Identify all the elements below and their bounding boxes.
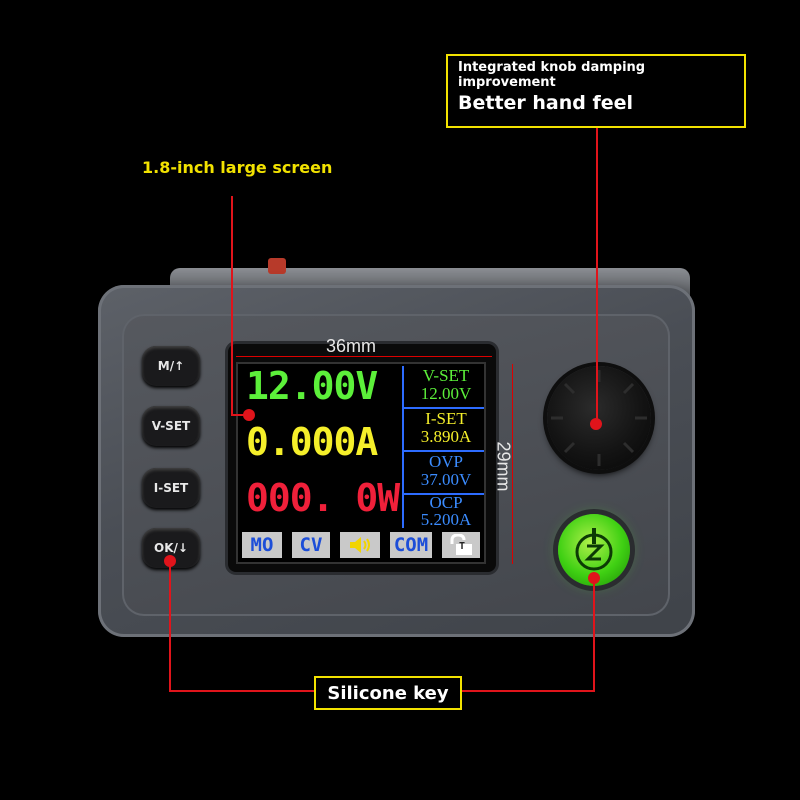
- status-cv: CV: [292, 532, 330, 558]
- width-dimension-line: [236, 356, 492, 357]
- power-icon: [575, 528, 613, 571]
- divider-line: [404, 450, 484, 452]
- width-dimension: 36mm: [326, 336, 377, 356]
- silicone-key-callout: Silicone key: [314, 676, 462, 710]
- knob-callout-line2: improvement: [458, 75, 556, 90]
- speaker-icon: [340, 532, 380, 558]
- key-leader-line: [462, 690, 595, 692]
- power-readout: 000. 0W: [246, 476, 400, 520]
- screen-leader-dot: [243, 409, 255, 421]
- divider-line: [404, 493, 484, 495]
- knob-callout: Integrated knob damping improvement Bett…: [446, 54, 746, 128]
- vset-value: 12.00V: [420, 384, 472, 403]
- ocp-value: 5.200A: [420, 510, 472, 529]
- ribbon-connector: [268, 258, 286, 274]
- status-com: COM: [390, 532, 432, 558]
- screen-divider: [402, 366, 404, 528]
- screen-callout: 1.8-inch large screen: [142, 158, 333, 177]
- key-leader-line: [593, 578, 595, 692]
- knob-leader-dot: [590, 418, 602, 430]
- mode-up-button[interactable]: M/↑: [142, 346, 200, 386]
- screen-leader-line: [231, 414, 245, 416]
- screen-leader-line: [231, 196, 233, 416]
- knob-leader-line: [596, 128, 598, 424]
- vset-label: V-SET: [422, 366, 470, 385]
- ovp-value: 37.00V: [420, 470, 472, 489]
- divider-line: [404, 407, 484, 409]
- height-dimension: 29mm: [493, 441, 514, 492]
- height-dimension-line: [512, 364, 513, 564]
- silicone-key-label: Silicone key: [327, 682, 449, 704]
- lcd-screen: [236, 362, 486, 564]
- knob-callout-line1: Integrated knob damping: [458, 60, 646, 75]
- ovp-label: OVP: [428, 452, 463, 471]
- iset-button[interactable]: I-SET: [142, 468, 200, 508]
- voltage-readout: 12.00V: [246, 364, 378, 408]
- vset-button[interactable]: V-SET: [142, 406, 200, 446]
- iset-value: 3.890A: [420, 427, 472, 446]
- ocp-label: OCP: [429, 493, 463, 512]
- key-leader-line: [169, 690, 315, 692]
- lock-icon: T: [442, 532, 480, 558]
- iset-label: I-SET: [425, 409, 467, 428]
- knob-callout-line3: Better hand feel: [458, 92, 634, 114]
- ok-down-button[interactable]: OK/↓: [142, 528, 200, 568]
- lock-label: T: [459, 541, 466, 552]
- current-readout: 0.000A: [246, 420, 378, 464]
- key-leader-line: [169, 561, 171, 692]
- status-mo: MO: [242, 532, 282, 558]
